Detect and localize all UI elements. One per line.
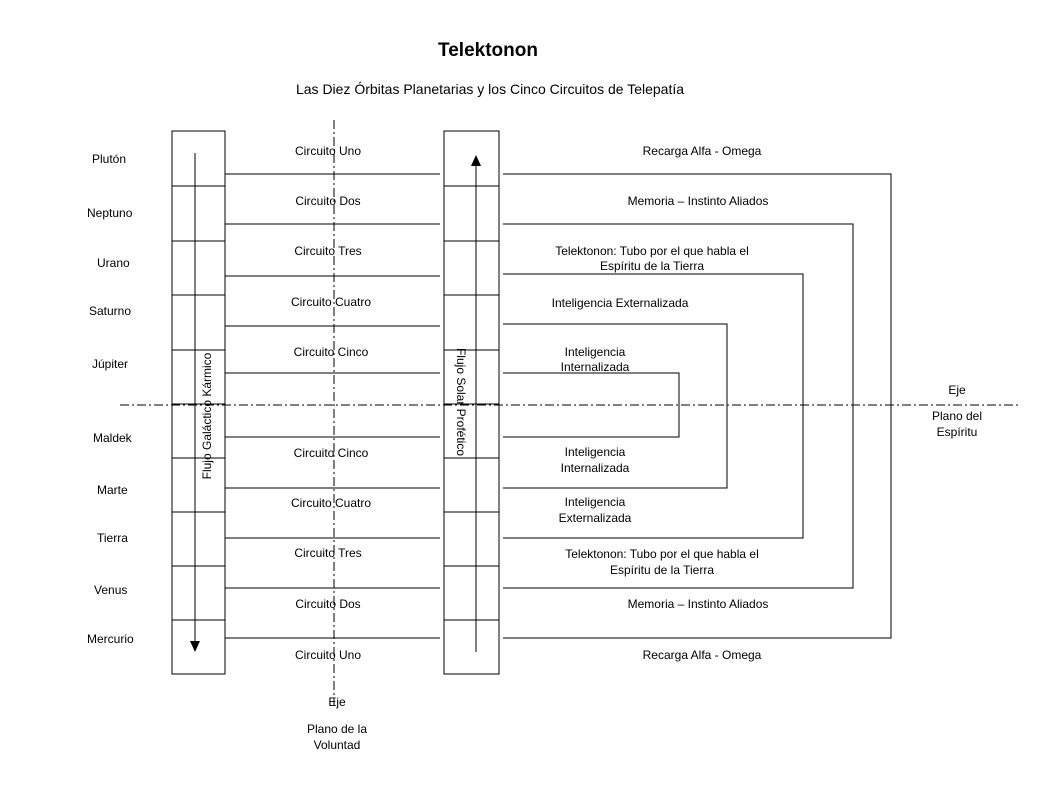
planet-label: Mercurio — [87, 632, 134, 646]
right-label: Telektonon: Tubo por el que habla el — [555, 244, 749, 258]
planet-label: Marte — [97, 483, 128, 497]
right-label: Inteligencia — [564, 345, 626, 359]
horizontal-axis-caption: Plano del — [931, 409, 983, 423]
right-label: Espíritu de la Tierra — [609, 563, 715, 577]
circuit-label: Circuito Dos — [295, 597, 361, 611]
left-column-label: Flujo Galáctico Kármico — [200, 352, 214, 480]
right-label: Externalizada — [558, 511, 632, 525]
planet-label: Saturno — [89, 304, 132, 318]
horizontal-axis-label: Eje — [948, 383, 966, 397]
vertical-axis-label: Eje — [328, 695, 346, 709]
down-arrow-icon — [190, 641, 200, 652]
right-column-box — [443, 130, 500, 675]
right-label: Memoria – Instinto Aliados — [627, 194, 769, 208]
circuit-label: Circuito Cuatro — [290, 295, 372, 309]
circuit-label: Circuito Cinco — [293, 345, 369, 359]
planet-label: Urano — [97, 256, 130, 270]
right-label: Telektonon: Tubo por el que habla el — [565, 547, 759, 561]
circuit-label: Circuito Dos — [295, 194, 361, 208]
left-column-dividers — [172, 185, 225, 621]
circuit-label: Circuito Uno — [294, 144, 362, 158]
planet-label: Júpiter — [92, 357, 129, 371]
right-label: Internalizada — [560, 360, 630, 374]
horizontal-axis-caption: Espíritu — [936, 425, 978, 439]
vertical-axis-caption: Voluntad — [313, 738, 361, 752]
circuit-separators — [225, 173, 440, 639]
right-label: Recarga Alfa - Omega — [642, 144, 762, 158]
diagram-subtitle: Las Diez Órbitas Planetarias y los Cinco… — [295, 81, 685, 97]
telepathy-brackets — [503, 173, 892, 639]
right-label: Espíritu de la Tierra — [599, 259, 705, 273]
up-arrow-icon — [471, 155, 481, 166]
vertical-axis-caption: Plano de la — [306, 722, 368, 736]
circuit-label: Circuito Tres — [294, 546, 362, 560]
planet-label: Plutón — [92, 152, 127, 166]
right-label: Recarga Alfa - Omega — [642, 648, 762, 662]
right-label: Memoria – Instinto Aliados — [627, 597, 769, 611]
planet-label: Venus — [94, 583, 128, 597]
right-label: Inteligencia Externalizada — [551, 296, 689, 310]
right-label: Inteligencia — [564, 495, 626, 509]
right-label: Internalizada — [560, 461, 630, 475]
diagram-title: Telektonon — [438, 40, 538, 61]
circuit-label: Circuito Cuatro — [290, 496, 372, 510]
planet-label: Maldek — [93, 431, 132, 445]
circuit-label: Circuito Cinco — [293, 446, 369, 460]
left-column-box — [171, 130, 226, 675]
right-column-dividers — [444, 185, 499, 621]
circuit-label: Circuito Uno — [294, 648, 362, 662]
right-label: Inteligencia — [564, 445, 626, 459]
circuit-label: Circuito Tres — [294, 244, 362, 258]
planet-label: Tierra — [97, 531, 128, 545]
planet-label: Neptuno — [87, 206, 133, 220]
right-column-label: Flujo Solar Profético — [454, 347, 468, 457]
